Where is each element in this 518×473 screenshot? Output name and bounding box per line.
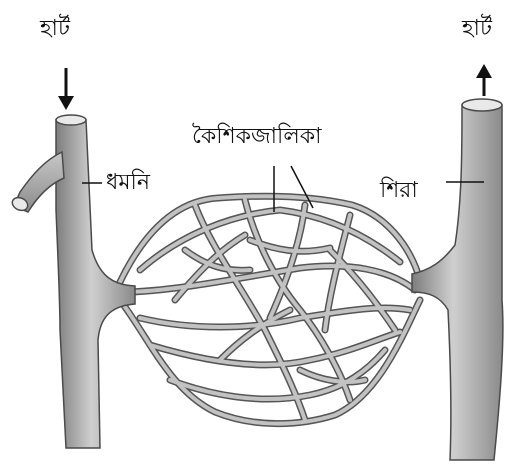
vein-vessel [412, 99, 503, 460]
vein-label: শিরা [380, 180, 418, 202]
heart-label-right: হার্ট [462, 18, 492, 40]
up-arrow-icon [476, 64, 492, 96]
artery-label: ধমনি [106, 172, 150, 194]
artery-vessel [10, 115, 135, 448]
heart-label-left: হার্ট [40, 18, 70, 40]
capillary-network [120, 196, 420, 423]
down-arrow-icon [58, 68, 74, 110]
capillaries-label: কৈশিকজালিকা [192, 126, 322, 148]
